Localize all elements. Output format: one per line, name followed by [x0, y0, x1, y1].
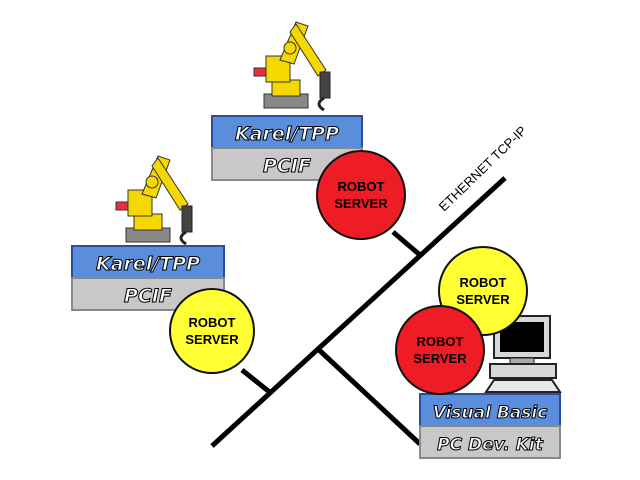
- robot-server-top: ROBOT SERVER: [316, 150, 406, 240]
- node-title: Visual Basic: [433, 403, 548, 423]
- node-subtitle: PCIF: [124, 285, 172, 307]
- server-label-line1: ROBOT: [417, 334, 464, 349]
- node-footer: [419, 425, 561, 459]
- main-backbone-line: [210, 176, 507, 448]
- node-block-pc: Visual Basic PC Dev. Kit: [419, 393, 561, 459]
- server-label-line1: ROBOT: [460, 275, 507, 290]
- server-label-line1: ROBOT: [189, 315, 236, 330]
- node-header: [419, 393, 561, 427]
- node-header: [71, 245, 225, 279]
- branch-line-pc: [316, 347, 422, 446]
- branch-line-server-top: [391, 230, 422, 257]
- node-title: Karel/TPP: [96, 253, 200, 275]
- node-subtitle: PCIF: [263, 155, 311, 177]
- server-label-line1: ROBOT: [338, 179, 385, 194]
- robot-server-right-red: ROBOT SERVER: [395, 305, 485, 395]
- node-header: [211, 115, 363, 149]
- server-label-line2: SERVER: [334, 196, 388, 211]
- node-title: Karel/TPP: [235, 123, 339, 145]
- node-subtitle: PC Dev. Kit: [437, 435, 544, 455]
- server-label-line2: SERVER: [456, 292, 510, 307]
- pc-workstation-icon: [484, 315, 562, 393]
- robot-server-left: ROBOT SERVER: [169, 288, 255, 374]
- robot-arm-icon: [115, 155, 193, 246]
- server-label-line2: SERVER: [413, 351, 467, 366]
- branch-line-server-left: [240, 368, 274, 396]
- network-lines: [210, 176, 507, 448]
- robot-arm-icon: [253, 21, 331, 112]
- server-label-line2: SERVER: [185, 332, 239, 347]
